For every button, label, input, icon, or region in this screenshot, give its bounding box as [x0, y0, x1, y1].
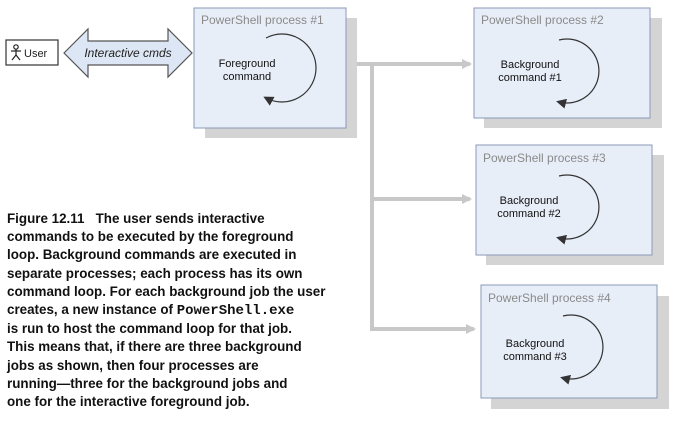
process-4-title: PowerShell process #4 [488, 291, 611, 305]
caption-code: PowerShell.exe [176, 303, 295, 320]
caption-line: creates, a new instance of PowerShell.ex… [7, 301, 357, 320]
user-label: User [24, 48, 48, 60]
caption-line: one for the interactive foreground job. [7, 394, 250, 410]
process-2-line-1: Background [501, 59, 560, 71]
connectors [346, 58, 476, 334]
process-1-loop-icon [263, 33, 317, 106]
process-box-1: PowerShell process #1 Foreground command [193, 7, 357, 138]
caption-line: is run to host the command loop for that… [7, 321, 292, 337]
caption-text: The user sends interactive [95, 211, 265, 226]
interactive-cmds-label: Interactive cmds [84, 46, 171, 60]
process-3-loop-icon [556, 174, 600, 245]
caption-line: jobs as shown, then four processes are [7, 357, 259, 373]
process-box-2: PowerShell process #2 Background command… [473, 7, 662, 128]
process-3-title: PowerShell process #3 [483, 151, 606, 165]
process-3-line-2: command #2 [497, 208, 561, 220]
process-1-line-2: command [223, 71, 271, 83]
process-4-line-1: Background [506, 338, 565, 350]
user-box [5, 39, 59, 66]
caption-text: creates, a new instance of [7, 302, 177, 318]
process-4-loop-icon [560, 314, 604, 385]
process-2-line-2: command #1 [498, 72, 562, 84]
user-actor: User [5, 39, 59, 66]
figure-caption: Figure 12.11 The user sends interactive … [7, 210, 357, 411]
user-icon [11, 44, 21, 61]
caption-line: commands to be executed by the foregroun… [7, 229, 294, 245]
process-2-loop-icon [556, 38, 600, 109]
process-box-3: PowerShell process #3 Background command… [475, 144, 664, 265]
process-1-line-1: Foreground [219, 58, 276, 70]
process-4-line-2: command #3 [503, 351, 567, 363]
caption-line: loop. Background commands are executed i… [7, 247, 297, 263]
caption-line: Figure 12.11 The user sends interactive [7, 210, 357, 228]
process-box-4: PowerShell process #4 Background command… [480, 284, 669, 409]
caption-line: command loop. For each background job th… [7, 283, 326, 299]
process-2-title: PowerShell process #2 [481, 13, 604, 27]
caption-line: This means that, if there are three back… [7, 339, 302, 355]
figure-number: Figure 12.11 [7, 211, 85, 226]
interactive-double-arrow [63, 27, 193, 79]
interactive-channel: Interactive cmds [63, 27, 193, 79]
caption-line: running—three for the background jobs an… [7, 375, 288, 391]
process-1-frame [193, 7, 347, 129]
process-3-line-1: Background [500, 195, 559, 207]
process-1-title: PowerShell process #1 [201, 13, 324, 27]
caption-line: separate processes; each process has its… [7, 265, 303, 281]
